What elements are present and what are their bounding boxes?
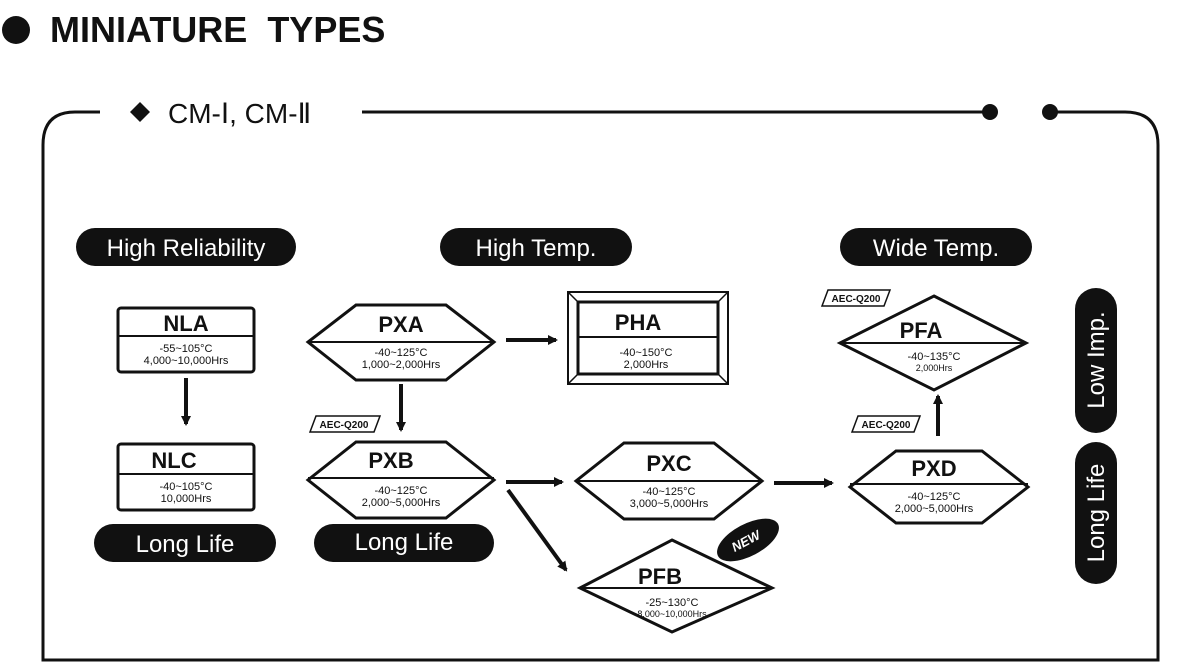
svg-text:8,000~10,000Hrs: 8,000~10,000Hrs <box>637 609 707 619</box>
svg-text:Long Life: Long Life <box>136 531 235 558</box>
frame-border <box>41 110 1160 662</box>
new-badge: NEW <box>717 518 779 562</box>
product-pxb: PXB -40~125°C 2,000~5,000Hrs <box>305 440 497 520</box>
svg-text:2,000Hrs: 2,000Hrs <box>916 363 953 373</box>
frame-end-dot <box>1042 104 1058 120</box>
svg-text:10,000Hrs: 10,000Hrs <box>161 493 212 505</box>
svg-text:3,000~5,000Hrs: 3,000~5,000Hrs <box>630 498 709 510</box>
svg-text:PHA: PHA <box>615 310 662 335</box>
svg-text:PFA: PFA <box>900 318 943 343</box>
category-low-imp: Low Imp. <box>1075 288 1117 433</box>
svg-text:-40~125°C: -40~125°C <box>374 347 427 359</box>
svg-text:2,000~5,000Hrs: 2,000~5,000Hrs <box>895 503 974 515</box>
category-long-life-nlc: Long Life <box>94 524 276 562</box>
arrow-pxb-to-pfb <box>506 488 568 572</box>
svg-text:Long Life: Long Life <box>355 529 454 556</box>
category-high-temp: High Temp. <box>440 228 632 266</box>
product-nla: NLA -55~105°C 4,000~10,000Hrs <box>116 306 256 374</box>
category-high-reliability: High Reliability <box>76 228 296 266</box>
svg-text:PXA: PXA <box>378 312 423 337</box>
category-long-life-pxd: Long Life <box>1075 442 1117 584</box>
title-bullet-icon <box>2 16 30 44</box>
svg-text:PXC: PXC <box>646 451 691 476</box>
svg-text:High Temp.: High Temp. <box>476 235 597 262</box>
section-title: CM-Ⅰ, CM-Ⅱ <box>168 98 311 129</box>
svg-text:-40~125°C: -40~125°C <box>907 491 960 503</box>
product-pfb: PFB -25~130°C 8,000~10,000Hrs <box>576 538 776 634</box>
svg-text:4,000~10,000Hrs: 4,000~10,000Hrs <box>144 355 229 367</box>
svg-text:NLA: NLA <box>163 311 208 336</box>
product-pxc: PXC -40~125°C 3,000~5,000Hrs <box>573 441 765 521</box>
svg-text:NLC: NLC <box>151 448 196 473</box>
svg-text:PXB: PXB <box>368 448 413 473</box>
svg-text:1,000~2,000Hrs: 1,000~2,000Hrs <box>362 359 441 371</box>
svg-text:Long Life: Long Life <box>1083 464 1110 563</box>
svg-text:AEC-Q200: AEC-Q200 <box>862 420 911 431</box>
product-pha: PHA -40~150°C 2,000Hrs <box>567 291 729 385</box>
svg-text:2,000Hrs: 2,000Hrs <box>624 359 669 371</box>
svg-text:-40~105°C: -40~105°C <box>159 481 212 493</box>
svg-text:AEC-Q200: AEC-Q200 <box>320 420 369 431</box>
svg-text:AEC-Q200: AEC-Q200 <box>832 294 881 305</box>
product-pfa: PFA -40~135°C 2,000Hrs <box>836 294 1030 392</box>
svg-text:-40~125°C: -40~125°C <box>642 486 695 498</box>
category-wide-temp: Wide Temp. <box>840 228 1032 266</box>
aec-q200-badge-pxb: AEC-Q200 <box>308 415 382 433</box>
rule-end-dot <box>982 104 998 120</box>
svg-text:Wide Temp.: Wide Temp. <box>873 235 999 262</box>
svg-text:PXD: PXD <box>911 456 956 481</box>
svg-text:-25~130°C: -25~130°C <box>645 597 698 609</box>
svg-text:-40~125°C: -40~125°C <box>374 485 427 497</box>
diamond-bullet-icon <box>130 102 150 122</box>
svg-text:2,000~5,000Hrs: 2,000~5,000Hrs <box>362 497 441 509</box>
svg-text:-40~150°C: -40~150°C <box>619 347 672 359</box>
product-pxa: PXA -40~125°C 1,000~2,000Hrs <box>305 303 497 382</box>
svg-text:PFB: PFB <box>638 564 682 589</box>
svg-text:Low Imp.: Low Imp. <box>1083 311 1110 408</box>
aec-q200-badge-pxd: AEC-Q200 <box>850 415 922 433</box>
category-long-life-pxb: Long Life <box>314 524 494 562</box>
svg-text:-40~135°C: -40~135°C <box>907 351 960 363</box>
product-pxd: PXD -40~125°C 2,000~5,000Hrs <box>847 449 1031 525</box>
product-nlc: NLC -40~105°C 10,000Hrs <box>116 442 256 512</box>
page-title: MINIATURE TYPES <box>50 9 385 50</box>
svg-text:High Reliability: High Reliability <box>107 235 266 262</box>
svg-text:-55~105°C: -55~105°C <box>159 343 212 355</box>
aec-q200-badge-pfa: AEC-Q200 <box>820 289 892 307</box>
